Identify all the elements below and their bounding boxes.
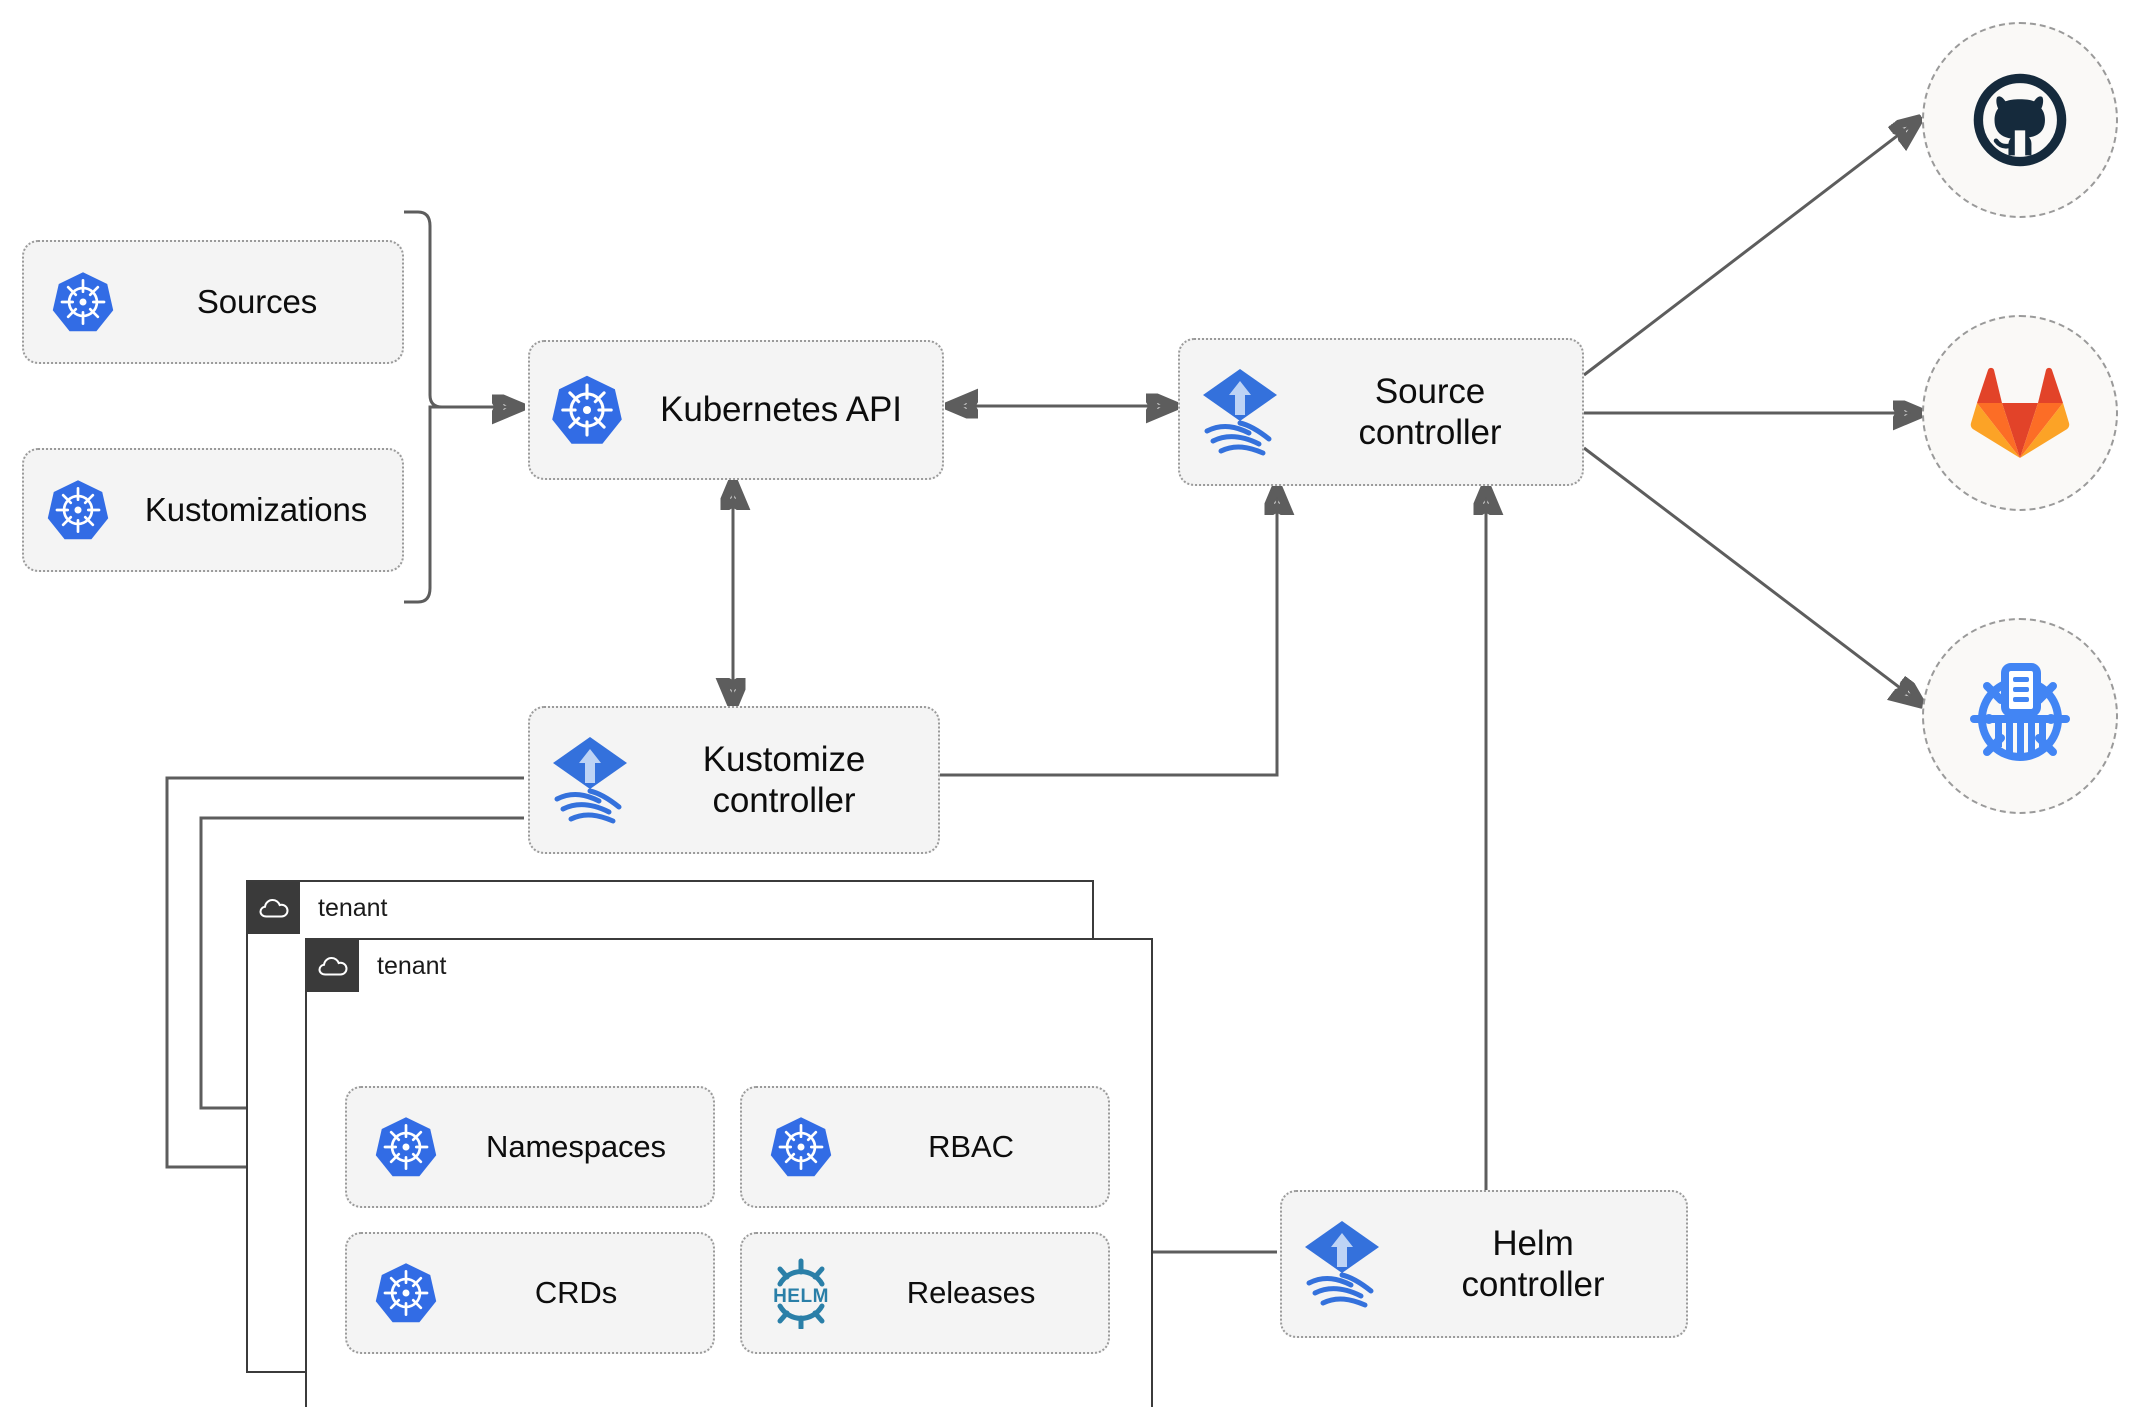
kubernetes-icon [742,1114,860,1180]
tenant-resource-crds[interactable]: CRDs [345,1232,715,1354]
wire-kustomize-source [940,487,1277,777]
tenant-resource-label: Releases [906,1274,1036,1310]
tenant-resource-releases[interactable]: HELM Releases [740,1232,1110,1354]
controller-label: Helm controller [1461,1223,1605,1304]
controller-label: Source controller [1358,371,1502,452]
resource-kustomizations[interactable]: Kustomizations [22,448,404,572]
repository-gitlab[interactable] [1922,315,2118,511]
flux-icon [1180,365,1300,459]
repository-bucket[interactable] [1922,618,2118,814]
resource-label: Kustomizations [144,490,368,528]
helm-icon: HELM [742,1257,860,1329]
kubernetes-icon [24,269,142,335]
controller-label: Kustomize controller [702,739,866,820]
controller-kustomize[interactable]: Kustomize controller [528,706,940,854]
controller-label: Kubernetes API [660,390,902,430]
kubernetes-icon [347,1260,465,1326]
github-icon [1973,73,2067,167]
controller-kubernetes-api[interactable]: Kubernetes API [528,340,944,480]
tenant-label: tenant [318,893,388,922]
gitlab-icon [1970,367,2070,458]
bucket-icon [1970,663,2070,761]
tenant-container-front[interactable]: tenant [305,938,1153,1407]
controller-source[interactable]: Source controller [1178,338,1584,486]
tenant-resource-label: CRDs [534,1274,618,1310]
tenant-resource-label: Namespaces [486,1128,666,1164]
flux-icon [530,733,650,827]
svg-text:HELM: HELM [773,1286,829,1307]
tenant-resource-namespaces[interactable]: Namespaces [345,1086,715,1208]
tenant-label: tenant [377,951,447,980]
resource-label: Sources [196,282,318,320]
kubernetes-icon [24,477,132,543]
repository-github[interactable] [1922,22,2118,218]
wire-source-github [1583,120,1918,377]
resource-sources[interactable]: Sources [22,240,404,364]
cloud-icon [248,882,300,934]
kubernetes-icon [530,372,644,448]
tenant-resource-label: RBAC [928,1128,1014,1164]
wire-bracket [404,210,443,604]
cloud-icon [307,940,359,992]
tenant-header: tenant [248,882,388,934]
flux-icon [1282,1217,1402,1311]
controller-helm[interactable]: Helm controller [1280,1190,1688,1338]
tenant-header: tenant [307,940,447,992]
tenant-resource-rbac[interactable]: RBAC [740,1086,1110,1208]
kubernetes-icon [347,1114,465,1180]
wire-source-bucket [1583,446,1920,703]
